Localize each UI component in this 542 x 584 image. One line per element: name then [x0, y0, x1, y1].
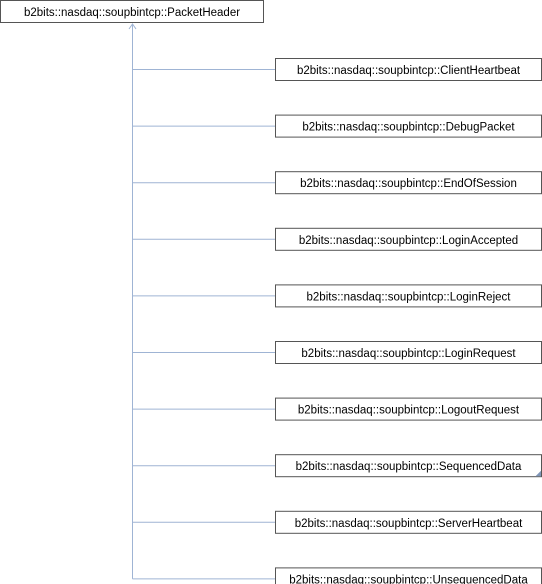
inheritance-arrow-icon [128, 23, 137, 30]
derived-class-node[interactable]: b2bits::nasdaq::soupbintcp::UnsequencedD… [275, 567, 542, 584]
derived-class-node[interactable]: b2bits::nasdaq::soupbintcp::LogoutReques… [275, 397, 542, 421]
derived-class-label: b2bits::nasdaq::soupbintcp::DebugPacket [302, 122, 515, 134]
derived-class-node[interactable]: b2bits::nasdaq::soupbintcp::DebugPacket [275, 114, 542, 138]
derived-class-label: b2bits::nasdaq::soupbintcp::LoginRequest [301, 348, 516, 360]
base-class-box [0, 0, 264, 23]
inheritance-edges [128, 23, 276, 580]
derived-class-label: b2bits::nasdaq::soupbintcp::ClientHeartb… [297, 65, 521, 77]
derived-class-node[interactable]: b2bits::nasdaq::soupbintcp::SequencedDat… [275, 454, 542, 478]
derived-class-node[interactable]: b2bits::nasdaq::soupbintcp::EndOfSession [275, 171, 542, 195]
derived-class-label: b2bits::nasdaq::soupbintcp::ServerHeartb… [295, 518, 523, 530]
derived-class-node[interactable]: b2bits::nasdaq::soupbintcp::LoginAccepte… [275, 227, 542, 251]
base-class-node[interactable]: b2bits::nasdaq::soupbintcp::PacketHeader [0, 0, 264, 23]
derived-class-node[interactable]: b2bits::nasdaq::soupbintcp::LoginRequest [275, 341, 542, 364]
derived-class-label: b2bits::nasdaq::soupbintcp::LoginAccepte… [299, 235, 518, 247]
derived-class-node[interactable]: b2bits::nasdaq::soupbintcp::ClientHeartb… [275, 58, 542, 81]
more-subclasses-marker-icon [535, 470, 541, 477]
derived-class-node[interactable]: b2bits::nasdaq::soupbintcp::ServerHeartb… [275, 510, 542, 534]
derived-class-label: b2bits::nasdaq::soupbintcp::UnsequencedD… [289, 574, 528, 584]
derived-class-node[interactable]: b2bits::nasdaq::soupbintcp::LoginReject [275, 284, 542, 308]
derived-class-label: b2bits::nasdaq::soupbintcp::EndOfSession [300, 178, 517, 190]
derived-class-label: b2bits::nasdaq::soupbintcp::LoginReject [307, 291, 512, 303]
derived-class-label: b2bits::nasdaq::soupbintcp::LogoutReques… [298, 405, 520, 417]
base-class-label: b2bits::nasdaq::soupbintcp::PacketHeader [24, 7, 240, 19]
derived-class-nodes: b2bits::nasdaq::soupbintcp::ClientHeartb… [275, 58, 542, 584]
derived-class-label: b2bits::nasdaq::soupbintcp::SequencedDat… [296, 461, 522, 473]
